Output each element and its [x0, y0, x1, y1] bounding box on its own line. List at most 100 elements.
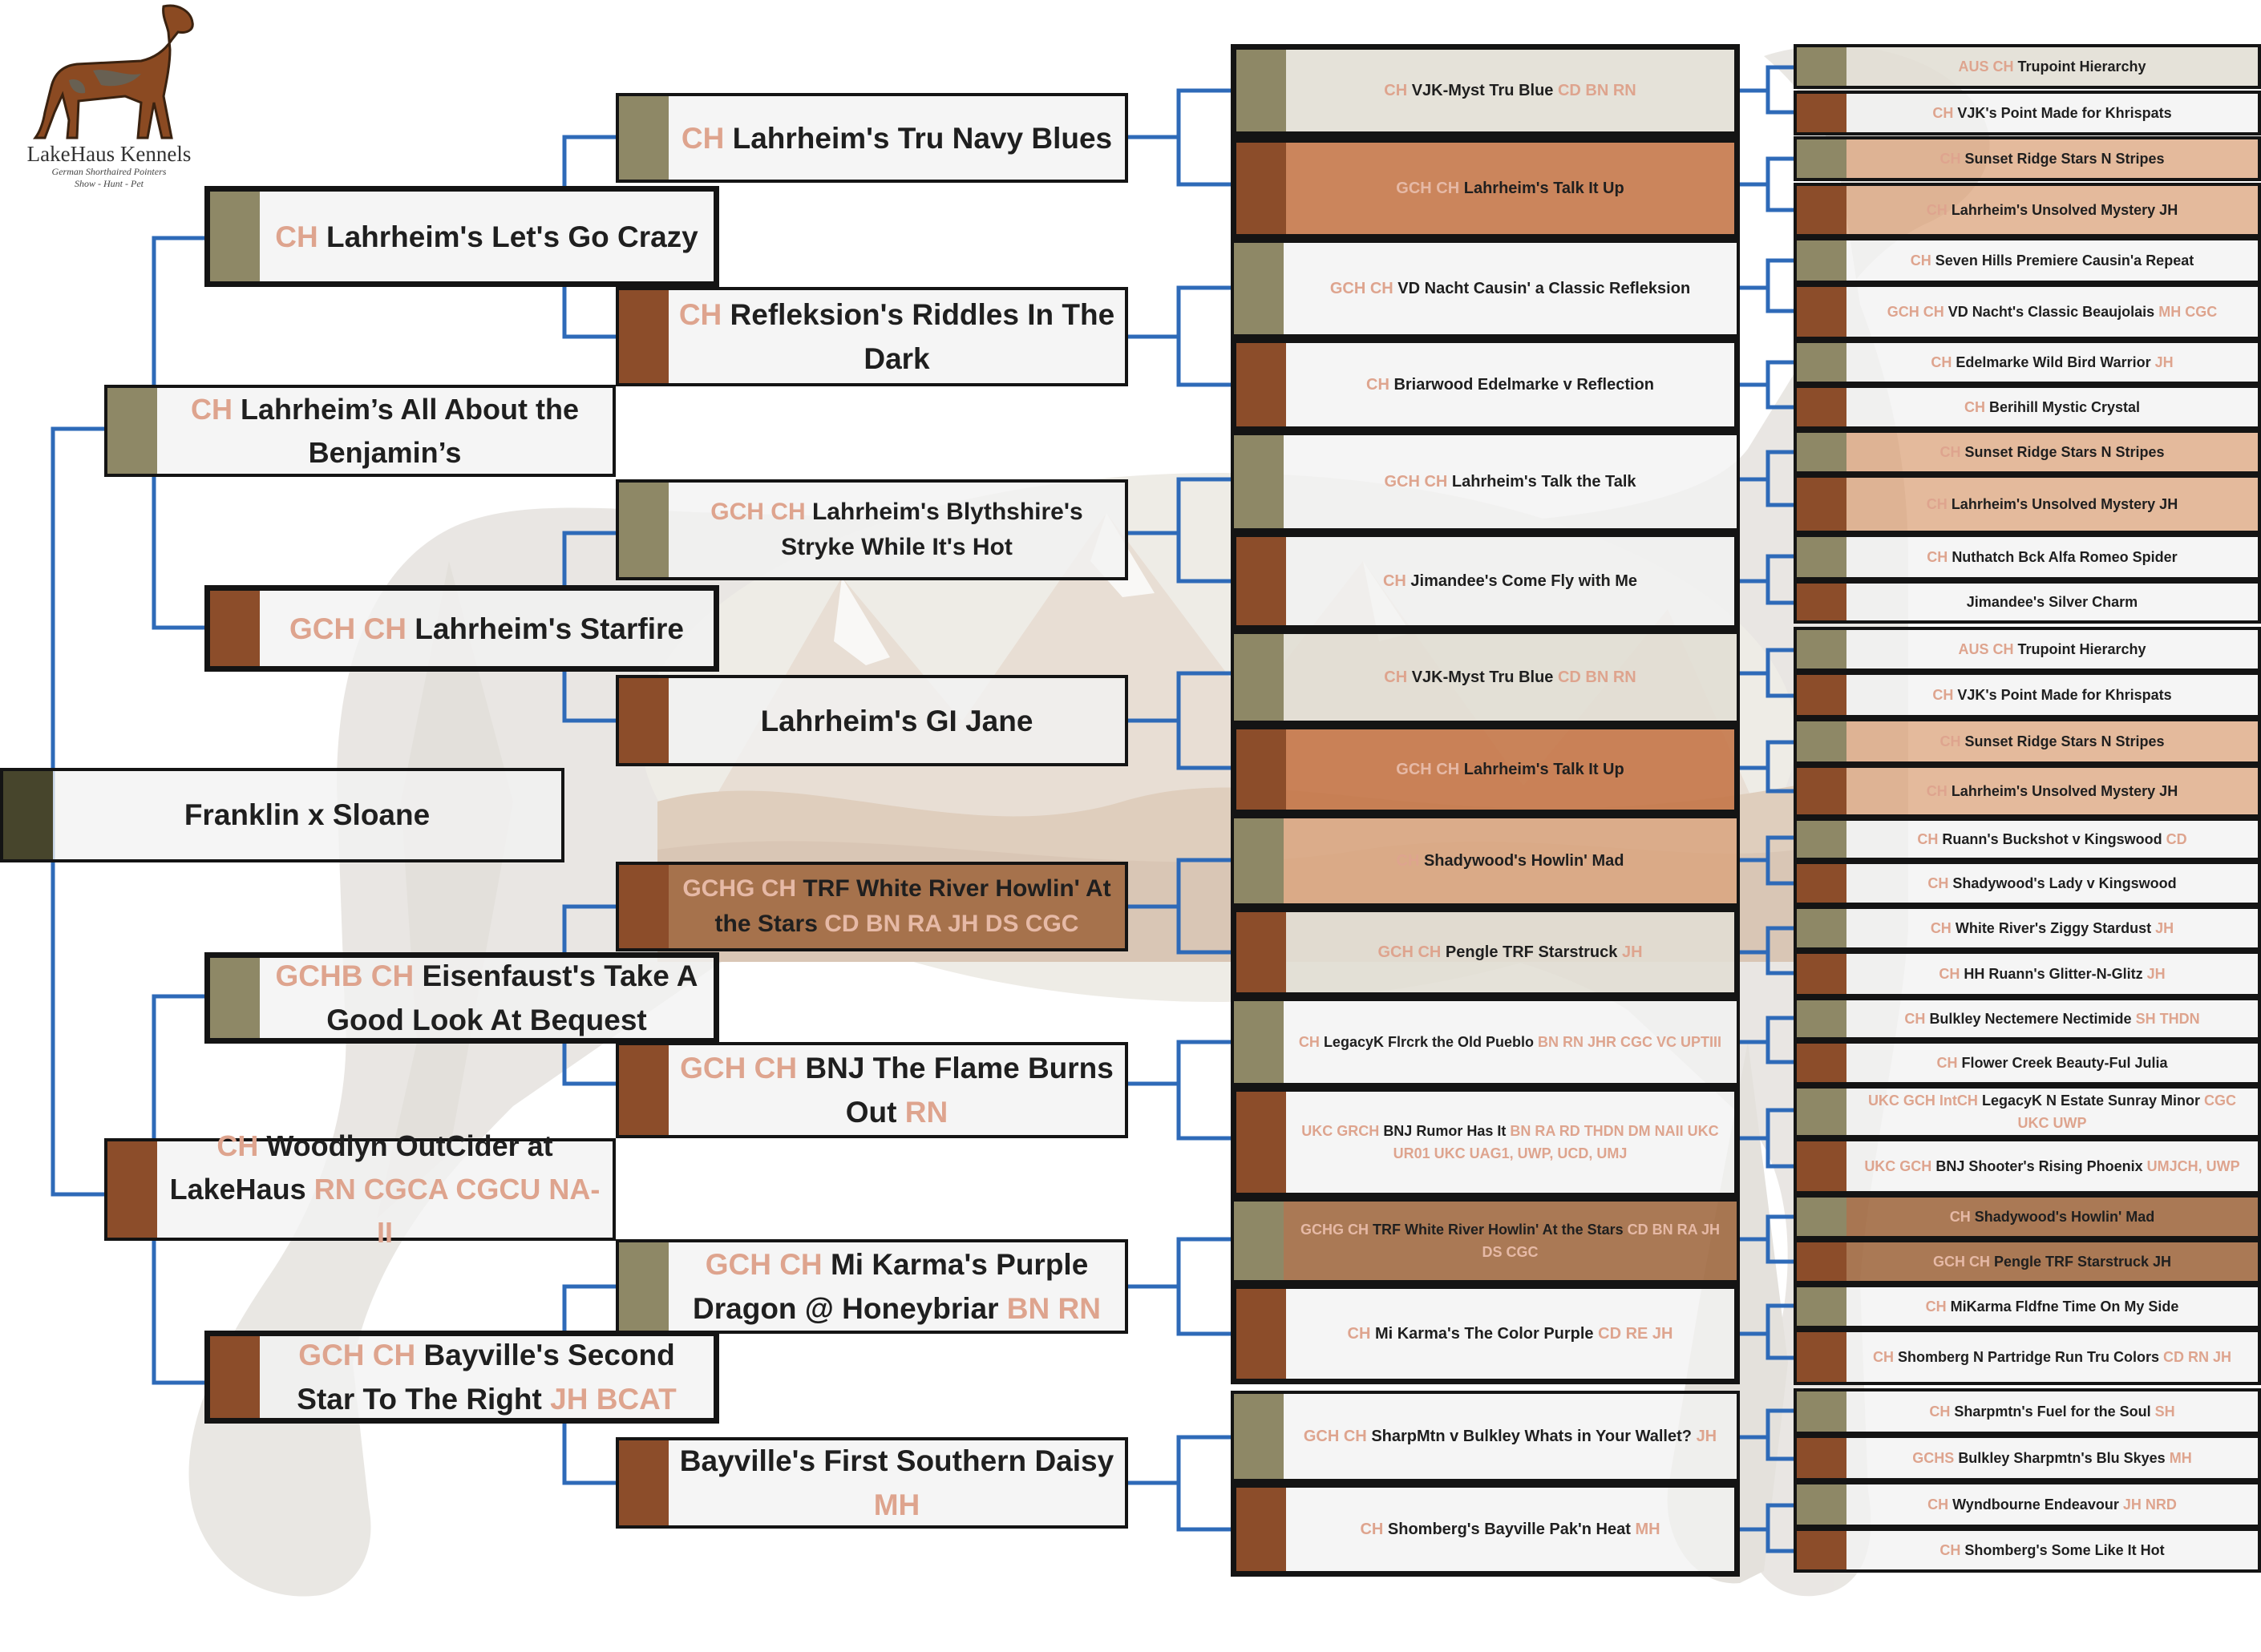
pedigree-entry-g4-12: GCHG CH TRF White River Howlin' At the S…: [1231, 1198, 1740, 1283]
dog-title: CH: [1932, 105, 1954, 121]
entry-text: CH Refleksion's Riddles In The Dark: [669, 290, 1125, 383]
dog-title: GCH CH: [1303, 1428, 1367, 1445]
pedigree-entry-g2-1: GCH CH Lahrheim's Starfire: [204, 585, 719, 672]
dog-title: GCHS: [1912, 1450, 1955, 1466]
dog-title: CH: [681, 121, 725, 155]
sire-color-tab: [1234, 243, 1284, 334]
dog-title: CH: [678, 298, 722, 331]
dog-name: Lahrheim's Starfire: [415, 612, 684, 645]
entry-text: UKC GCH BNJ Shooter's Rising Phoenix UMJ…: [1846, 1141, 2258, 1191]
dog-title: GCHG CH: [1300, 1222, 1369, 1238]
dog-title: CH: [1927, 875, 1949, 891]
dog-title: GCH CH: [680, 1052, 798, 1085]
entry-text: GCH CH Lahrheim's Talk It Up: [1286, 143, 1734, 234]
connector-gen2-4: [562, 1284, 616, 1485]
entry-text: CH Wyndbourne Endeavour JH NRD: [1846, 1484, 2258, 1525]
sire-color-tab: [1797, 433, 1846, 471]
pedigree-entry-g5-23: UKC GCH BNJ Shooter's Rising Phoenix UMJ…: [1794, 1138, 2261, 1194]
dog-name: Lahrheim's Talk the Talk: [1451, 473, 1636, 491]
dam-color-tab: [1797, 1242, 1846, 1281]
dog-suffix-titles: RN: [904, 1096, 948, 1129]
dog-title: AUS CH: [1958, 59, 2014, 75]
pedigree-entry-g5-18: CH White River's Ziggy Stardust JH: [1794, 906, 2261, 951]
pedigree-entry-g5-1: CH VJK's Point Made for Khrispats: [1794, 91, 2261, 135]
kennel-logo: LakeHaus Kennels German Shorthaired Poin…: [13, 0, 205, 207]
pedigree-entry-g5-10: CH Nuthatch Bck Alfa Romeo Spider: [1794, 534, 2261, 580]
logo-subtitle: German Shorthaired Pointers: [51, 166, 167, 177]
dog-title: GCH CH: [1396, 180, 1460, 197]
dam-color-tab: [1797, 478, 1846, 531]
pedigree-entry-g4-4: GCH CH Lahrheim's Talk the Talk: [1231, 432, 1740, 531]
sire-color-tab: [1797, 47, 1846, 86]
pedigree-entry-g3-5: GCH CH BNJ The Flame Burns Out RN: [616, 1042, 1128, 1138]
dog-suffix-titles: JH: [1621, 943, 1643, 961]
sire-color-tab: [1234, 634, 1284, 721]
connector-gen4: [1740, 65, 1794, 1553]
entry-text: Bayville's First Southern Daisy MH: [669, 1440, 1125, 1525]
dog-title: AUS CH: [1958, 641, 2014, 657]
pedigree-entry-g4-13: CH Mi Karma's The Color Purple CD RE JH: [1231, 1283, 1740, 1384]
dog-title: CH: [1925, 1299, 1947, 1315]
dog-name: SharpMtn v Bulkley Whats in Your Wallet?: [1371, 1428, 1692, 1445]
entry-text: UKC GCH IntCH LegacyK N Estate Sunray Mi…: [1846, 1089, 2258, 1135]
entry-text: GCHG CH TRF White River Howlin' At the S…: [1284, 1202, 1737, 1280]
sire-color-tab: [210, 192, 260, 281]
dog-title: CH: [1949, 1209, 1971, 1225]
dam-color-tab: [1797, 954, 1846, 994]
dog-name: Berihill Mystic Crystal: [1988, 399, 2141, 415]
connector-gen3-b: [1128, 285, 1231, 387]
dam-color-tab: [619, 290, 669, 383]
dam-color-tab: [1797, 1141, 1846, 1191]
sire-color-tab: [1797, 1198, 1846, 1236]
pedigree-entry-g5-15: CH Lahrheim's Unsolved Mystery JH: [1794, 765, 2261, 818]
dog-name: VJK's Point Made for Khrispats: [1957, 105, 2172, 121]
sire-color-tab: [1797, 240, 1846, 281]
entry-text: CH VJK's Point Made for Khrispats: [1846, 675, 2258, 715]
entry-text: GCH CH Mi Karma's Purple Dragon @ Honeyb…: [669, 1242, 1125, 1331]
connector-gen1-sire: [152, 236, 204, 630]
dog-suffix-titles: CD BN RA JH DS CGC: [824, 911, 1079, 937]
pedigree-entry-g5-13: CH VJK's Point Made for Khrispats: [1794, 672, 2261, 718]
entry-text: GCH CH Bayville's Second Star To The Rig…: [260, 1336, 714, 1418]
entry-text: CH Sunset Ridge Stars N Stripes: [1846, 721, 2258, 761]
entry-text: GCH CH Lahrheim's Blythshire's Stryke Wh…: [669, 483, 1125, 577]
sire-color-tab: [619, 483, 669, 577]
sire-color-tab: [1234, 1001, 1284, 1083]
entry-text: CH Nuthatch Bck Alfa Romeo Spider: [1846, 537, 2258, 577]
dog-name: Woodlyn OutCider at LakeHaus: [169, 1129, 553, 1206]
dam-color-tab: [1236, 1488, 1286, 1571]
pedigree-entry-g3-3: Lahrheim's GI Jane: [616, 675, 1128, 766]
dog-name: Pengle TRF Starstruck: [1445, 943, 1618, 961]
dog-suffix-titles: MH: [2169, 1450, 2192, 1466]
pedigree-entry-g5-22: UKC GCH IntCH LegacyK N Estate Sunray Mi…: [1794, 1085, 2261, 1138]
entry-text: CH Shomberg N Partridge Run Tru Colors C…: [1846, 1332, 2258, 1382]
sire-color-tab: [1797, 909, 1846, 947]
dog-title: CH: [1964, 399, 1985, 415]
dog-suffix-titles: UMJCH, UWP: [2146, 1158, 2240, 1174]
dog-title: GCH CH: [1396, 761, 1460, 778]
dog-name: Pengle TRF Starstruck JH: [1993, 1254, 2172, 1270]
dog-title: GCH CH: [1384, 473, 1448, 491]
entry-text: CH Seven Hills Premiere Causin'a Repeat: [1846, 240, 2258, 281]
dam-color-tab: [210, 1336, 260, 1418]
dog-name: Ruann's Buckshot v Kingswood: [1942, 831, 2162, 847]
dog-suffix-titles: JH: [2154, 354, 2174, 370]
dog-title: GCH CH: [1887, 304, 1944, 320]
pedigree-entry-g5-17: CH Shadywood's Lady v Kingswood: [1794, 861, 2261, 906]
dog-name: BNJ Rumor Has It: [1383, 1123, 1507, 1139]
dog-title: CH: [1872, 1349, 1894, 1365]
dam-color-tab: [619, 678, 669, 763]
pedigree-entry-g5-3: CH Lahrheim's Unsolved Mystery JH: [1794, 183, 2261, 237]
dog-suffix-titles: MH CGC: [2158, 304, 2218, 320]
dam-color-tab: [107, 1141, 157, 1238]
sire-color-tab: [1797, 1287, 1846, 1326]
dog-title: GCHB CH: [275, 959, 415, 992]
dog-title: CH: [1384, 82, 1408, 99]
watermark-dog-silhouette: [188, 45, 1990, 1597]
dam-color-tab: [1236, 912, 1286, 992]
dog-name: BNJ Shooter's Rising Phoenix: [1935, 1158, 2143, 1174]
dam-color-tab: [1797, 675, 1846, 715]
entry-text: UKC GRCH BNJ Rumor Has It BN RA RD THDN …: [1286, 1092, 1734, 1193]
dog-name: Lahrheim's Talk It Up: [1463, 761, 1624, 778]
dog-suffix-titles: BN RN JHR CGC VC UPTIII: [1538, 1034, 1722, 1050]
